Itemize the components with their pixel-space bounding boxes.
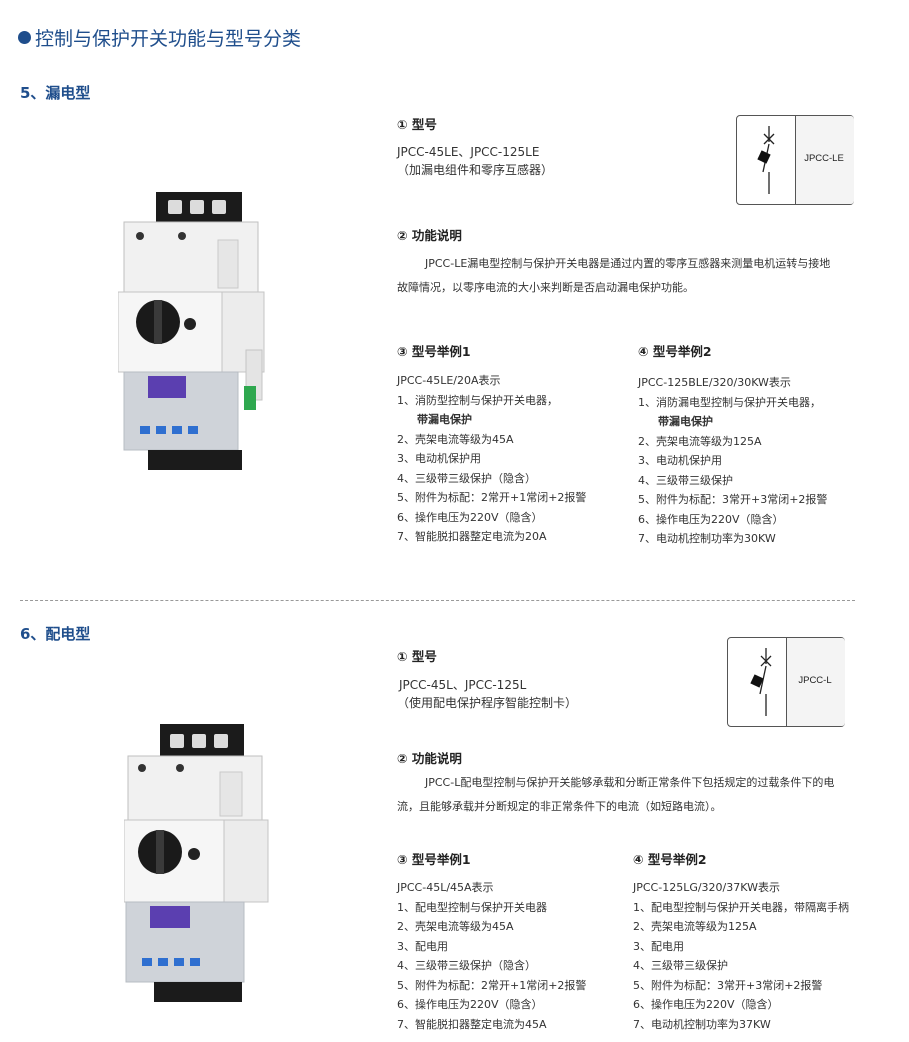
list-item: 3、电动机保护用 — [638, 454, 722, 467]
lcd-display — [148, 376, 186, 398]
example-1-list: JPCC-45L/45A表示 1、配电型控制与保护开关电器 2、壳架电流等级为4… — [397, 878, 586, 1034]
function-line-1: JPCC-L配电型控制与保护开关能够承载和分断正常条件下包括规定的过载条件下的电 — [425, 776, 835, 789]
page-title-text: 控制与保护开关功能与型号分类 — [35, 28, 302, 50]
function-text: JPCC-L配电型控制与保护开关能够承载和分断正常条件下包括规定的过载条件下的电… — [397, 771, 867, 819]
model-heading: ① 型号 — [397, 649, 437, 664]
list-item: 1、消防型控制与保护开关电器， — [397, 393, 558, 407]
list-item: 6、操作电压为220V（隐含） — [397, 998, 543, 1011]
list-item: 4、三级带三级保护（隐含） — [397, 471, 536, 485]
list-item: 6、操作电压为220V（隐含） — [633, 998, 779, 1011]
model-line-2: （使用配电保护程序智能控制卡） — [397, 696, 578, 710]
function-line-1: JPCC-LE漏电型控制与保护开关电器是通过内置的零序互感器来测量电机运转与接地 — [425, 257, 831, 270]
bottom-terminal-block — [148, 450, 242, 470]
symbol-box: JPCC-LE — [736, 115, 854, 205]
list-item: 3、配电用 — [397, 939, 448, 953]
example-intro: JPCC-125LG/320/37KW表示 — [633, 881, 780, 894]
function-heading: ② 功能说明 — [397, 228, 462, 243]
function-text: JPCC-LE漏电型控制与保护开关电器是通过内置的零序互感器来测量电机运转与接地… — [397, 252, 862, 300]
breaker-symbol-icon — [750, 648, 772, 716]
example-2-heading: ④ 型号举例2 — [638, 344, 712, 359]
example-intro: JPCC-125BLE/320/30KW表示 — [638, 376, 791, 389]
list-item: 带漏电保护 — [658, 415, 713, 428]
list-item: 4、三级带三级保护 — [633, 959, 728, 972]
model-line-1: JPCC-45L、JPCC-125L — [399, 678, 527, 692]
symbol-box: JPCC-L — [727, 637, 845, 727]
list-item: 2、壳架电流等级为125A — [633, 920, 757, 933]
example-2-list: JPCC-125BLE/320/30KW表示 1、消防漏电型控制与保护开关电器，… — [638, 373, 827, 549]
section-title-distribution: 6、配电型 — [20, 625, 91, 643]
function-heading: ② 功能说明 — [397, 751, 462, 766]
page-title: 控制与保护开关功能与型号分类 — [18, 24, 301, 51]
lcd-display — [150, 906, 190, 928]
list-item: 2、壳架电流等级为45A — [397, 920, 514, 933]
list-item: 4、三级带三级保护（隐含） — [397, 959, 536, 972]
example-1-heading: ③ 型号举例1 — [397, 852, 471, 867]
list-item: 7、电动机控制功率为37KW — [633, 1017, 771, 1031]
function-line-2: 流，且能够承载并分断规定的非正常条件下的电流（如短路电流）。 — [397, 800, 722, 813]
list-item: 5、附件为标配：3常开+3常闭+2报警 — [638, 493, 828, 506]
green-terminal — [244, 386, 256, 410]
list-item: 7、智能脱扣器整定电流为45A — [397, 1017, 547, 1031]
example-intro: JPCC-45L/45A表示 — [397, 881, 494, 894]
list-item: 1、配电型控制与保护开关电器 — [397, 900, 547, 914]
example-2-list: JPCC-125LG/320/37KW表示 1、配电型控制与保护开关电器，带隔离… — [633, 878, 849, 1034]
breaker-symbol-icon — [757, 126, 775, 194]
list-item: 3、配电用 — [633, 939, 684, 953]
list-item: 7、智能脱扣器整定电流为20A — [397, 530, 547, 543]
model-line-2: （加漏电组件和零序互感器） — [397, 163, 554, 177]
example-intro: JPCC-45LE/20A表示 — [397, 374, 501, 387]
product-photo — [124, 724, 269, 1002]
example-2-heading: ④ 型号举例2 — [633, 852, 707, 867]
model-line-1: JPCC-45LE、JPCC-125LE — [397, 145, 540, 159]
list-item: 5、附件为标配：3常开+3常闭+2报警 — [633, 978, 823, 992]
bottom-terminal-block — [154, 982, 242, 1002]
list-item: 带漏电保护 — [417, 413, 472, 426]
list-item: 6、操作电压为220V（隐含） — [397, 510, 543, 524]
section-divider — [20, 600, 855, 601]
section-title-leakage: 5、漏电型 — [20, 84, 91, 102]
model-heading: ① 型号 — [397, 117, 437, 132]
list-item: 1、消防漏电型控制与保护开关电器， — [638, 395, 821, 409]
product-photo — [118, 192, 265, 470]
list-item: 3、电动机保护用 — [397, 452, 481, 465]
symbol-label: JPCC-LE — [804, 153, 844, 164]
list-item: 2、壳架电流等级为45A — [397, 432, 514, 446]
symbol-label: JPCC-L — [798, 675, 832, 686]
list-item: 5、附件为标配：2常开+1常闭+2报警 — [397, 978, 587, 992]
bullet-dot-icon — [18, 31, 31, 44]
list-item: 7、电动机控制功率为30KW — [638, 532, 776, 545]
list-item: 6、操作电压为220V（隐含） — [638, 512, 784, 526]
function-line-2: 故障情况，以零序电流的大小来判断是否启动漏电保护功能。 — [397, 281, 694, 294]
list-item: 2、壳架电流等级为125A — [638, 434, 762, 448]
example-1-heading: ③ 型号举例1 — [397, 344, 471, 359]
list-item: 4、三级带三级保护 — [638, 473, 733, 487]
example-1-list: JPCC-45LE/20A表示 1、消防型控制与保护开关电器， 带漏电保护 2、… — [397, 371, 586, 547]
list-item: 5、附件为标配：2常开+1常闭+2报警 — [397, 491, 587, 504]
list-item: 1、配电型控制与保护开关电器，带隔离手柄 — [633, 900, 849, 914]
